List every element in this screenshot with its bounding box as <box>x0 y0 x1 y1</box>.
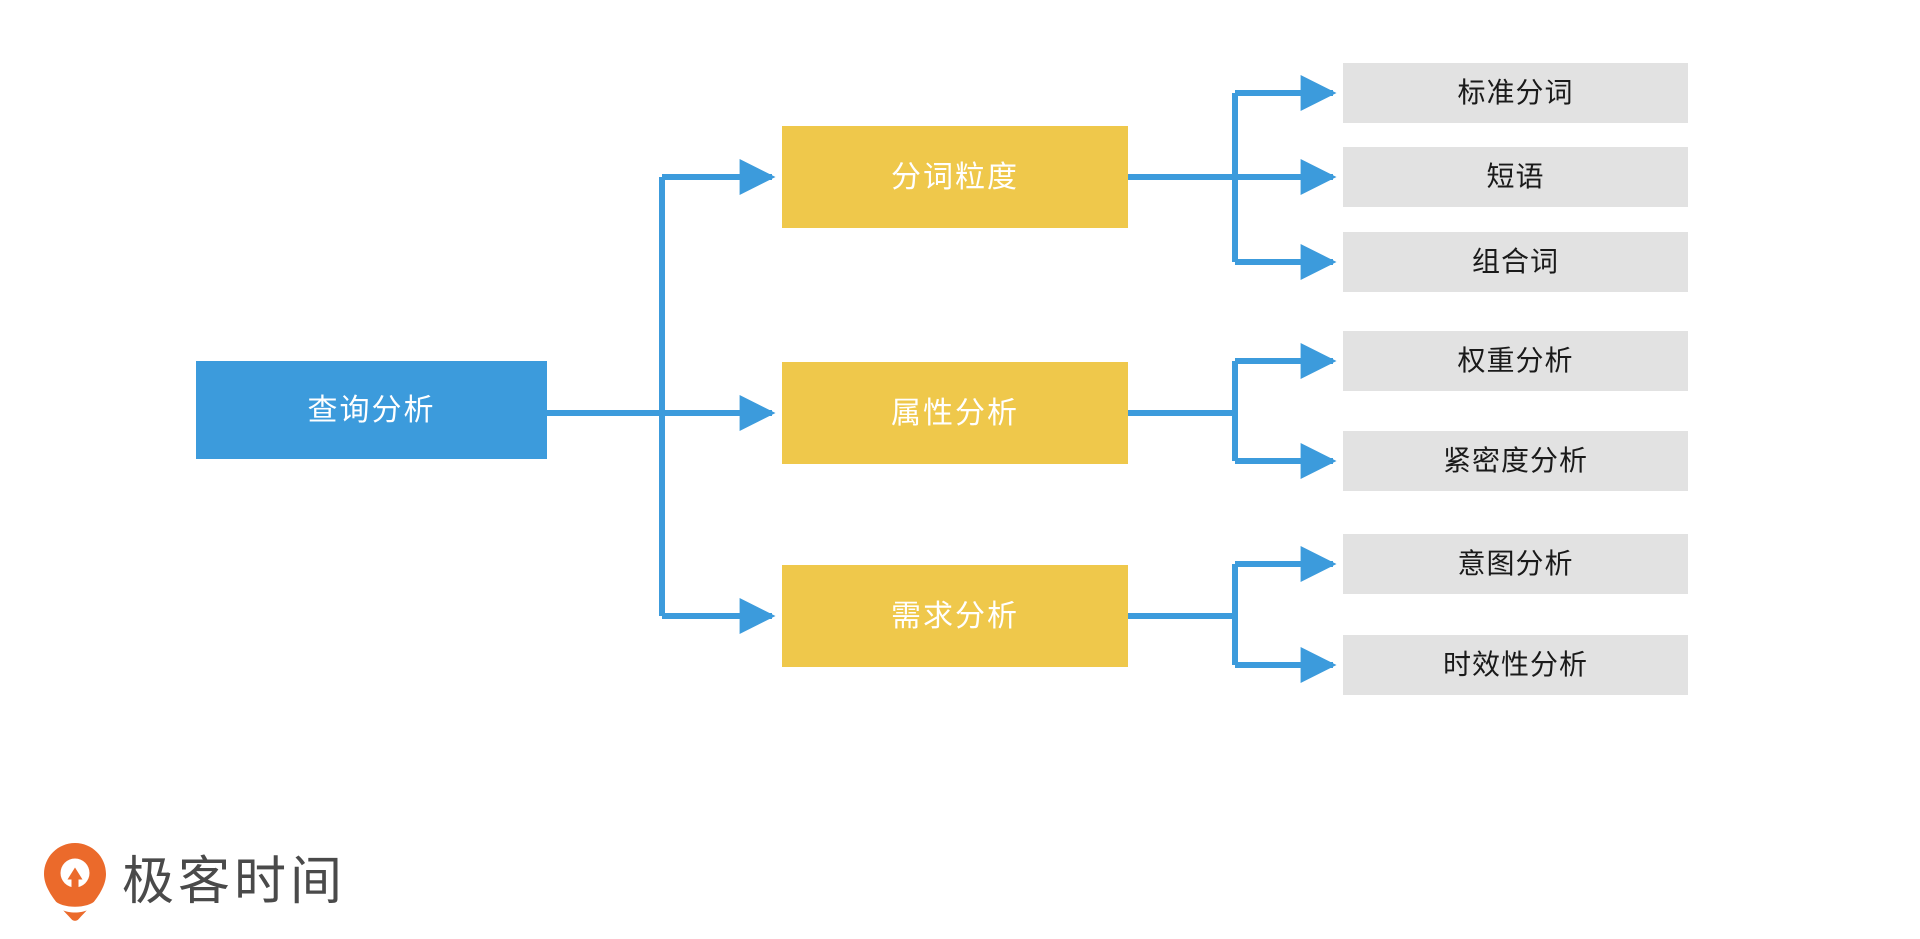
node-branch-label: 需求分析 <box>891 599 1019 633</box>
node-root-label: 查询分析 <box>307 393 436 427</box>
node-leaf-phrase[interactable]: 短语 <box>1343 147 1688 207</box>
geektime-logo: 极客时间 <box>44 843 346 921</box>
node-leaf-intent-analysis[interactable]: 意图分析 <box>1343 534 1688 594</box>
node-leaf-compound-word[interactable]: 组合词 <box>1343 232 1688 292</box>
node-leaf-label: 意图分析 <box>1457 547 1574 579</box>
node-branch-label: 属性分析 <box>891 396 1019 430</box>
geektime-logo-mark-icon <box>44 843 106 921</box>
node-leaf-label: 紧密度分析 <box>1442 444 1588 476</box>
node-leaf-weight-analysis[interactable]: 权重分析 <box>1343 331 1688 391</box>
node-leaf-label: 时效性分析 <box>1442 648 1588 680</box>
node-leaf-label: 权重分析 <box>1457 344 1574 376</box>
node-leaf-proximity-analysis[interactable]: 紧密度分析 <box>1343 431 1688 491</box>
node-branch-attribute-analysis[interactable]: 属性分析 <box>782 362 1128 464</box>
node-leaf-label: 短语 <box>1486 160 1545 192</box>
node-branch-tokenization-granularity[interactable]: 分词粒度 <box>782 126 1128 228</box>
node-branch-label: 分词粒度 <box>891 160 1019 194</box>
node-leaf-label: 标准分词 <box>1457 76 1574 108</box>
node-root-query-analysis[interactable]: 查询分析 <box>196 361 547 459</box>
node-leaf-label: 组合词 <box>1471 245 1559 277</box>
node-leaf-standard-tokenization[interactable]: 标准分词 <box>1343 63 1688 123</box>
geektime-logo-text: 极客时间 <box>122 853 347 911</box>
node-branch-requirement-analysis[interactable]: 需求分析 <box>782 565 1128 667</box>
node-leaf-timeliness-analysis[interactable]: 时效性分析 <box>1343 635 1688 695</box>
